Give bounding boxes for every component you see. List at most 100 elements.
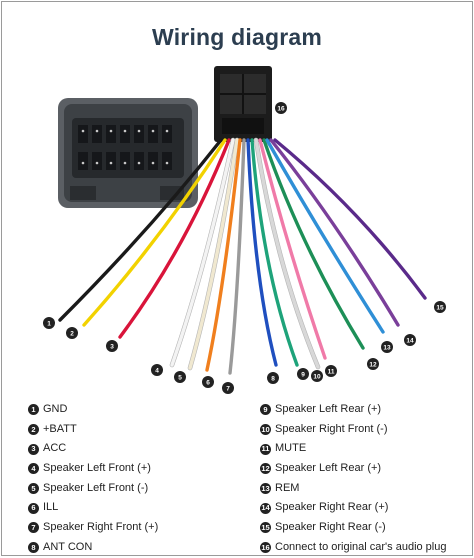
legend-number-badge: 13 <box>260 483 271 495</box>
wire-number-label: 8 <box>271 375 275 382</box>
legend-label: Speaker Right Front (+) <box>43 521 159 534</box>
wire-number-marker <box>43 317 55 329</box>
legend-label: Speaker Right Front (-) <box>275 422 388 435</box>
legend-number-badge: 12 <box>260 463 271 475</box>
wire-number-label: 3 <box>110 343 114 350</box>
wire-7 <box>228 138 246 375</box>
wire-number-label: 2 <box>70 330 74 337</box>
wire-11 <box>258 138 327 360</box>
wire-number-marker <box>311 370 323 382</box>
legend-item: 2 +BATT <box>28 420 158 440</box>
wire-2 <box>82 138 227 327</box>
wire-number-marker <box>381 341 393 353</box>
legend-number-badge: 11 <box>260 443 271 455</box>
legend-number-badge: 2 <box>28 424 39 436</box>
connector-marker-label: 16 <box>277 106 285 113</box>
legend-label: REM <box>275 481 300 494</box>
wire-number-label: 11 <box>328 368 335 375</box>
wire-number-marker <box>174 371 186 383</box>
legend-item: 12 Speaker Left Rear (+) <box>260 459 446 479</box>
wire-number-marker <box>404 334 416 346</box>
legend-item: 14 Speaker Right Rear (+) <box>260 498 446 518</box>
wire-5 <box>188 138 239 370</box>
legend-label: GND <box>43 403 68 415</box>
legend-label: ILL <box>43 501 59 514</box>
wire-number-marker <box>151 364 163 376</box>
legend-number-badge: 16 <box>260 542 271 554</box>
wire-6 <box>205 138 242 372</box>
wire-number-label: 13 <box>383 344 391 351</box>
wire-number-marker <box>367 358 379 370</box>
wire-3 <box>118 138 231 339</box>
wire-number-marker <box>434 301 446 313</box>
legend-label: Speaker Left Front (-) <box>43 481 149 494</box>
wire-12 <box>262 138 365 350</box>
wire-number-label: 6 <box>206 379 210 386</box>
legend-item: 6 ILL <box>28 498 158 518</box>
wire-number-label: 4 <box>155 367 159 374</box>
wire-9 <box>250 138 299 367</box>
wire-number-marker <box>106 340 118 352</box>
legend-item: 10 Speaker Right Front (-) <box>260 420 446 440</box>
wire-number-label: 14 <box>406 337 414 344</box>
legend-label: Speaker Right Rear (+) <box>275 501 389 514</box>
wire-number-label: 5 <box>178 374 182 381</box>
wire-number-marker <box>66 327 78 339</box>
wire-harness-plug <box>214 66 272 142</box>
legend-number-badge: 1 <box>28 404 39 416</box>
wire-number-label: 10 <box>313 373 321 380</box>
wire-number-marker <box>297 368 309 380</box>
legend-number-badge: 10 <box>260 424 271 436</box>
legend-column-left: 1 GND 2 +BATT 3 ACC 4 Speaker Left Front (+)… <box>28 400 158 558</box>
wire-1 <box>58 138 223 322</box>
legend-label: ACC <box>43 442 67 455</box>
legend-item: 7 Speaker Right Front (+) <box>28 518 158 538</box>
legend-item: 5 Speaker Left Front (-) <box>28 479 158 499</box>
connector-face-inset <box>58 98 198 208</box>
wire-number-marker <box>267 372 279 384</box>
wire-15 <box>273 138 427 300</box>
legend-number-badge: 3 <box>28 443 39 455</box>
legend-item: 15 Speaker Right Rear (-) <box>260 518 446 538</box>
wire-4 <box>170 138 235 367</box>
legend-item: 16 Connect to original car's audio plug <box>260 538 446 558</box>
wire-number-label: 9 <box>301 371 305 378</box>
legend-label: Speaker Right Rear (-) <box>275 521 386 534</box>
wire-number-label: 1 <box>47 320 51 327</box>
legend-number-badge: 4 <box>28 463 39 475</box>
legend-label: MUTE <box>275 442 307 455</box>
legend-item: 13 REM <box>260 479 446 499</box>
legend-label: Speaker Left Front (+) <box>43 462 151 475</box>
legend-number-badge: 14 <box>260 502 271 514</box>
wire-number-label: 7 <box>226 385 230 392</box>
legend-label: Speaker Left Rear (+) <box>275 403 382 415</box>
legend-label: ANT CON <box>43 540 93 553</box>
legend-label: Speaker Left Rear (+) <box>275 462 382 475</box>
wire-number-label: 15 <box>436 304 444 311</box>
diagram-title: Wiring diagram <box>152 24 322 50</box>
legend-item: 1 GND <box>28 400 158 420</box>
legend-number-badge: 6 <box>28 502 39 514</box>
legend-item: 4 Speaker Left Front (+) <box>28 459 158 479</box>
wire-number-marker <box>222 382 234 394</box>
wire-14 <box>269 138 400 327</box>
legend-item: 11 MUTE <box>260 439 446 459</box>
legend-label: Connect to original car's audio plug <box>275 540 447 553</box>
legend-number-badge: 7 <box>28 522 39 534</box>
legend-label: +BATT <box>43 422 77 435</box>
wire-8 <box>246 138 278 367</box>
connector-marker: 16 <box>275 102 287 114</box>
wire-13 <box>265 138 385 334</box>
wire-number-marker <box>325 365 337 377</box>
legend-item: 3 ACC <box>28 439 158 459</box>
legend-number-badge: 15 <box>260 522 271 534</box>
legend-number-badge: 5 <box>28 483 39 495</box>
wire-layer <box>58 137 427 375</box>
wire-10 <box>254 138 320 369</box>
